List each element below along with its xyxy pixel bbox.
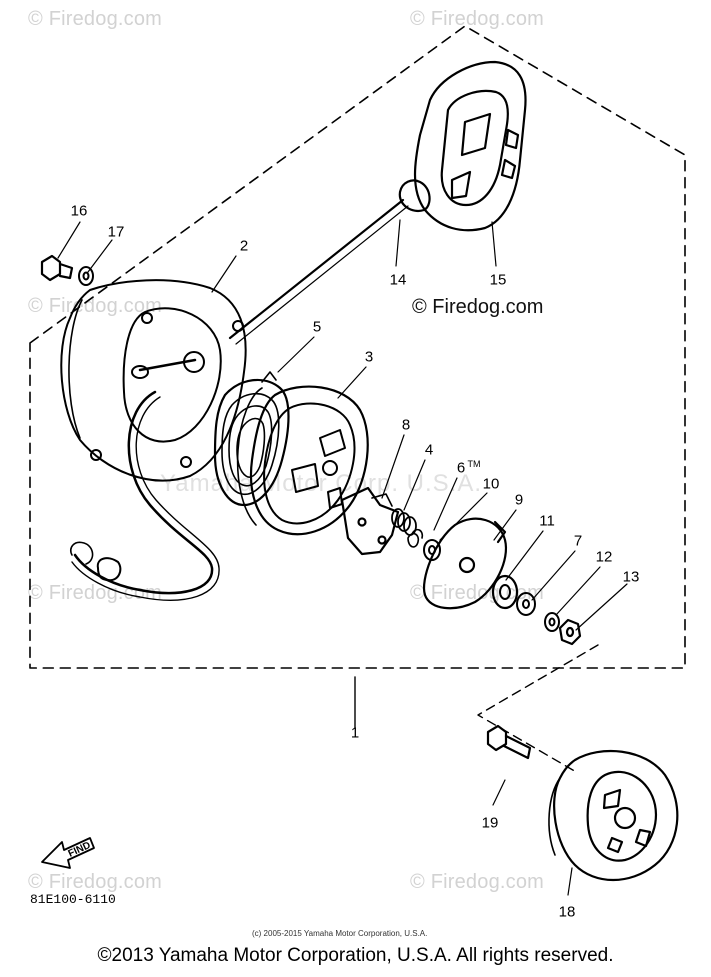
callout-19: 19 (481, 814, 499, 832)
starter-case (60, 279, 247, 601)
callout-12: 12 (595, 548, 613, 566)
pull-handle (398, 60, 527, 232)
find-badge (41, 837, 95, 869)
pawl-spring (391, 508, 417, 536)
callout-17: 17 (107, 223, 125, 241)
callout-8: 8 (401, 416, 411, 434)
callout-9: 9 (514, 491, 524, 509)
ratchet-pawl (340, 486, 400, 556)
watermark: Yamaha Motor Corp. U.S.A. (160, 470, 482, 497)
diagram-code: 81E100-6110 (30, 892, 116, 907)
callout-5: 5 (312, 318, 322, 336)
bolt (486, 724, 532, 760)
callout-15: 15 (489, 271, 507, 289)
callout-1: 1 (350, 724, 360, 742)
washer (423, 539, 441, 561)
reel (236, 385, 369, 536)
watermark: © Firedog.com (410, 8, 545, 30)
callout-2: 2 (239, 237, 249, 255)
callout-14: 14 (389, 271, 407, 289)
drive-plate (422, 517, 508, 610)
watermark: © Firedog.com (28, 8, 163, 30)
washer (491, 574, 519, 610)
callout-11: 11 (539, 512, 555, 530)
watermark: © Firedog.com (410, 871, 545, 893)
watermark: © Firedog.com (28, 871, 163, 893)
leader-line (477, 644, 599, 774)
starter-rope (228, 198, 405, 340)
trademark-mark: TM (467, 459, 481, 469)
callout-6: 6 (456, 459, 466, 477)
nut (558, 618, 582, 646)
drive-pulley (548, 749, 679, 882)
small-copyright: (c) 2005-2015 Yamaha Motor Corporation, … (252, 929, 428, 938)
callout-10: 10 (482, 475, 500, 493)
find-badge-label: FIND (67, 840, 93, 860)
callout-13: 13 (622, 568, 640, 586)
watermark: © Firedog.com (412, 296, 544, 318)
callout-7: 7 (573, 532, 583, 550)
spring-washer (544, 612, 560, 632)
callout-3: 3 (364, 348, 374, 366)
footer-copyright: ©2013 Yamaha Motor Corporation, U.S.A. A… (97, 945, 614, 966)
bolt (40, 254, 74, 282)
callout-18: 18 (558, 903, 576, 921)
assembly-boundary (29, 25, 686, 669)
callout-4: 4 (424, 441, 434, 459)
washer (516, 592, 536, 616)
washer (78, 266, 94, 286)
callout-16: 16 (70, 202, 88, 220)
watermark: © Firedog.com (28, 295, 163, 317)
spring (407, 528, 424, 548)
watermark: © Firedog.com (410, 582, 545, 604)
